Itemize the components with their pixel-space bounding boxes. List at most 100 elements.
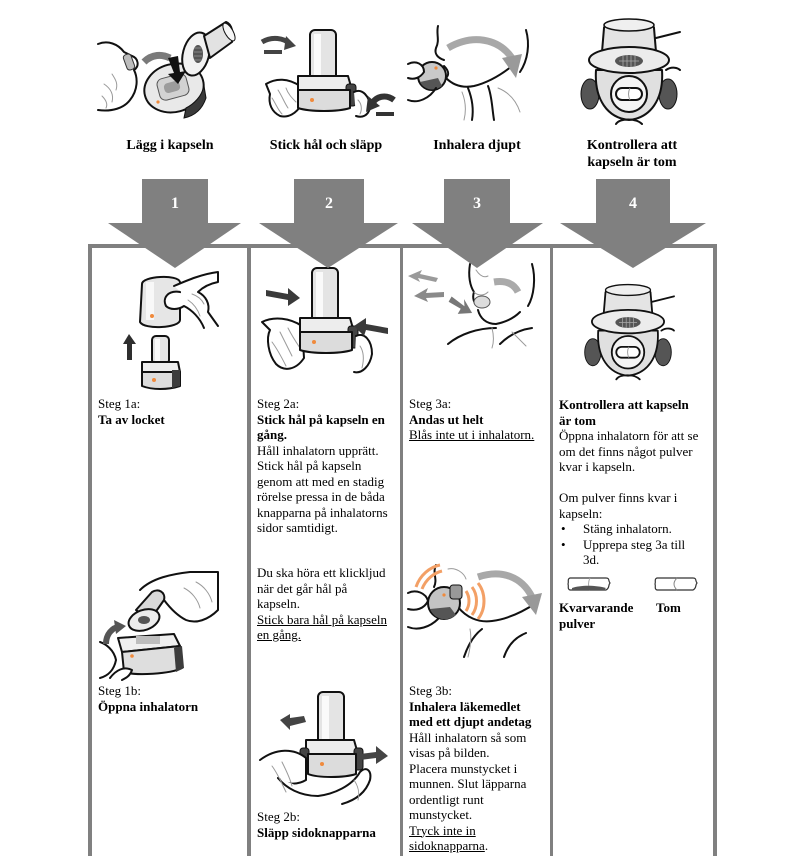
step-3a-label: Steg 3a: bbox=[409, 396, 452, 411]
step-4-title-line: Kontrollera att bbox=[586, 138, 678, 153]
step-2-title-text: Stick hål och släpp bbox=[269, 138, 383, 153]
check-capsule-illustration bbox=[584, 283, 675, 381]
step-4-body-line: Öppna inhalatorn för att se bbox=[559, 428, 699, 443]
step-3-arrow-shape bbox=[412, 179, 543, 268]
capsule-remaining-label-line: pulver bbox=[559, 615, 596, 631]
step-3a-heading: Andas ut helt bbox=[409, 411, 484, 427]
step-1-title-text: Lägg i kapseln bbox=[126, 138, 214, 153]
bullet-icon: • bbox=[561, 536, 566, 552]
pierce-capsule-illustration bbox=[260, 29, 396, 118]
frame-left-border bbox=[88, 244, 92, 856]
release-buttons-illustration bbox=[259, 691, 388, 805]
step-4-arrow bbox=[560, 179, 706, 268]
step-2a-body-line: knapparna på inhalatorns bbox=[257, 504, 388, 520]
step-1-title: Lägg i kapseln bbox=[90, 137, 250, 154]
blank-line bbox=[559, 475, 698, 491]
press-buttons-illustration bbox=[261, 267, 388, 374]
column-divider bbox=[247, 244, 251, 856]
step-4-heading-line: Kontrollera att kapseln bbox=[559, 397, 689, 412]
step-3b-body-line: ordentligt runt bbox=[409, 791, 484, 807]
step-3b-warning-end: . bbox=[484, 838, 489, 853]
step-3b-heading-line: med ett djupt andetag bbox=[409, 714, 532, 729]
step-4-title: Kontrollera att kapseln är tom bbox=[552, 137, 712, 171]
inhale-illustration bbox=[407, 25, 529, 121]
step-3-title-text: Inhalera djupt bbox=[433, 138, 521, 153]
step-2a-warning-line: en gång. bbox=[257, 627, 302, 642]
step-3b-label: Steg 3b: bbox=[409, 683, 452, 698]
step-3-title: Inhalera djupt bbox=[397, 137, 557, 154]
bullet-text-continued: 3d. bbox=[583, 552, 600, 567]
step-3-arrow bbox=[412, 179, 543, 268]
step-4-block: Kontrollera att kapseln är tom Öppna inh… bbox=[559, 397, 698, 568]
step-4-condition-line: kapseln: bbox=[559, 505, 603, 521]
step-2a-note-line: när det går hål på bbox=[257, 580, 348, 596]
step-2a-block: Steg 2a: Stick hål på kapseln en gång. H… bbox=[257, 396, 388, 536]
frame-right-border bbox=[713, 244, 717, 856]
step-4-arrow-shape bbox=[560, 179, 706, 268]
step-1b-label: Steg 1b: bbox=[98, 683, 141, 698]
step-1a-block: Steg 1a: Ta av locket bbox=[98, 396, 165, 427]
step-1-arrow bbox=[108, 179, 241, 268]
step-3-number: 3 bbox=[473, 195, 481, 212]
inhale-click-illustration bbox=[407, 563, 542, 658]
step-2a-body-line: genom att med en stadig bbox=[257, 473, 385, 489]
step-2a-body-line: Stick hål på kapseln bbox=[257, 458, 362, 473]
step-2a-note-line: kapseln. bbox=[257, 596, 300, 611]
step-3b-warning-line: Tryck inte in bbox=[409, 822, 476, 838]
capsule-remaining-label-line: Kvarvarande bbox=[559, 600, 634, 615]
step-3b-body-line: Placera munstycket i bbox=[409, 760, 518, 776]
check-capsule-illustration bbox=[580, 18, 681, 125]
step-2-number: 2 bbox=[325, 195, 333, 212]
column-divider bbox=[550, 244, 553, 856]
bullet-text: Stäng inhalatorn. bbox=[583, 521, 672, 536]
step-4-heading-line: är tom bbox=[559, 412, 596, 428]
step-2a-heading-line: Stick hål på kapseln en bbox=[257, 411, 385, 427]
step-4-body-line: om det finns något pulver bbox=[559, 443, 693, 459]
step-1-arrow-shape bbox=[108, 179, 241, 268]
exhale-illustration bbox=[408, 263, 536, 349]
step-3a-block: Steg 3a: Andas ut helt Blås inte ut i in… bbox=[409, 396, 534, 443]
capsule-with-powder-icon bbox=[567, 577, 611, 591]
step-2a-body-line: rörelse pressa in de båda bbox=[257, 489, 385, 504]
bullet-item: • Upprepa steg 3a till bbox=[559, 537, 698, 553]
step-2a-body-line: Håll inhalatorn upprätt. bbox=[257, 442, 379, 458]
step-4-body-line: kvar i kapseln. bbox=[559, 459, 636, 474]
step-3b-body-line: munnen. Slut läpparna bbox=[409, 776, 527, 791]
step-3b-block: Steg 3b: Inhalera läkemedlet med ett dju… bbox=[409, 683, 531, 854]
step-3a-warning: Blås inte ut i inhalatorn. bbox=[409, 427, 535, 442]
step-1b-block: Steg 1b: Öppna inhalatorn bbox=[98, 683, 198, 714]
step-4-number: 4 bbox=[629, 195, 637, 212]
capsule-empty-icon bbox=[654, 577, 698, 591]
step-2a-warning-line: Stick bara hål på kapseln bbox=[257, 611, 387, 627]
step-2b-heading: Släpp sidoknapparna bbox=[257, 824, 376, 840]
step-3b-warning-line: sidoknapparna bbox=[409, 838, 485, 853]
step-3b-body-line: visas på bilden. bbox=[409, 745, 490, 760]
bullet-item: • Stäng inhalatorn. bbox=[559, 521, 698, 537]
capsule-empty-label-text: Tom bbox=[656, 600, 681, 615]
step-2a-note-line: Du ska höra ett klickljud bbox=[257, 565, 386, 580]
step-2b-label: Steg 2b: bbox=[257, 809, 300, 824]
insert-capsule-illustration bbox=[97, 21, 236, 119]
step-2b-block: Steg 2b: Släpp sidoknapparna bbox=[257, 809, 376, 840]
capsule-remaining-label: Kvarvarande pulver bbox=[559, 600, 633, 631]
step-3b-body-line: Håll inhalatorn så som bbox=[409, 729, 527, 745]
step-2-title: Stick hål och släpp bbox=[246, 137, 406, 154]
step-3b-heading-line: Inhalera läkemedlet bbox=[409, 698, 521, 714]
step-1a-label: Steg 1a: bbox=[98, 396, 141, 411]
step-1-number: 1 bbox=[171, 195, 179, 212]
step-2a-note-block: Du ska höra ett klickljud när det går hå… bbox=[257, 565, 387, 643]
step-4-condition-line: Om pulver finns kvar i bbox=[559, 490, 678, 505]
remove-cap-illustration bbox=[123, 271, 219, 390]
column-divider bbox=[400, 244, 403, 856]
capsule-empty-label: Tom bbox=[656, 600, 681, 616]
step-1b-heading: Öppna inhalatorn bbox=[98, 698, 199, 714]
step-4-title-line: kapseln är tom bbox=[587, 155, 677, 170]
step-2a-label: Steg 2a: bbox=[257, 396, 300, 411]
step-2-arrow bbox=[259, 179, 398, 268]
open-inhaler-illustration bbox=[99, 571, 219, 681]
bullet-icon: • bbox=[561, 521, 566, 536]
step-2a-heading-line: gång. bbox=[257, 427, 287, 442]
step-3b-body-line: munstycket. bbox=[409, 807, 473, 822]
step-2-arrow-shape bbox=[259, 179, 398, 268]
step-1a-heading: Ta av locket bbox=[98, 411, 165, 427]
